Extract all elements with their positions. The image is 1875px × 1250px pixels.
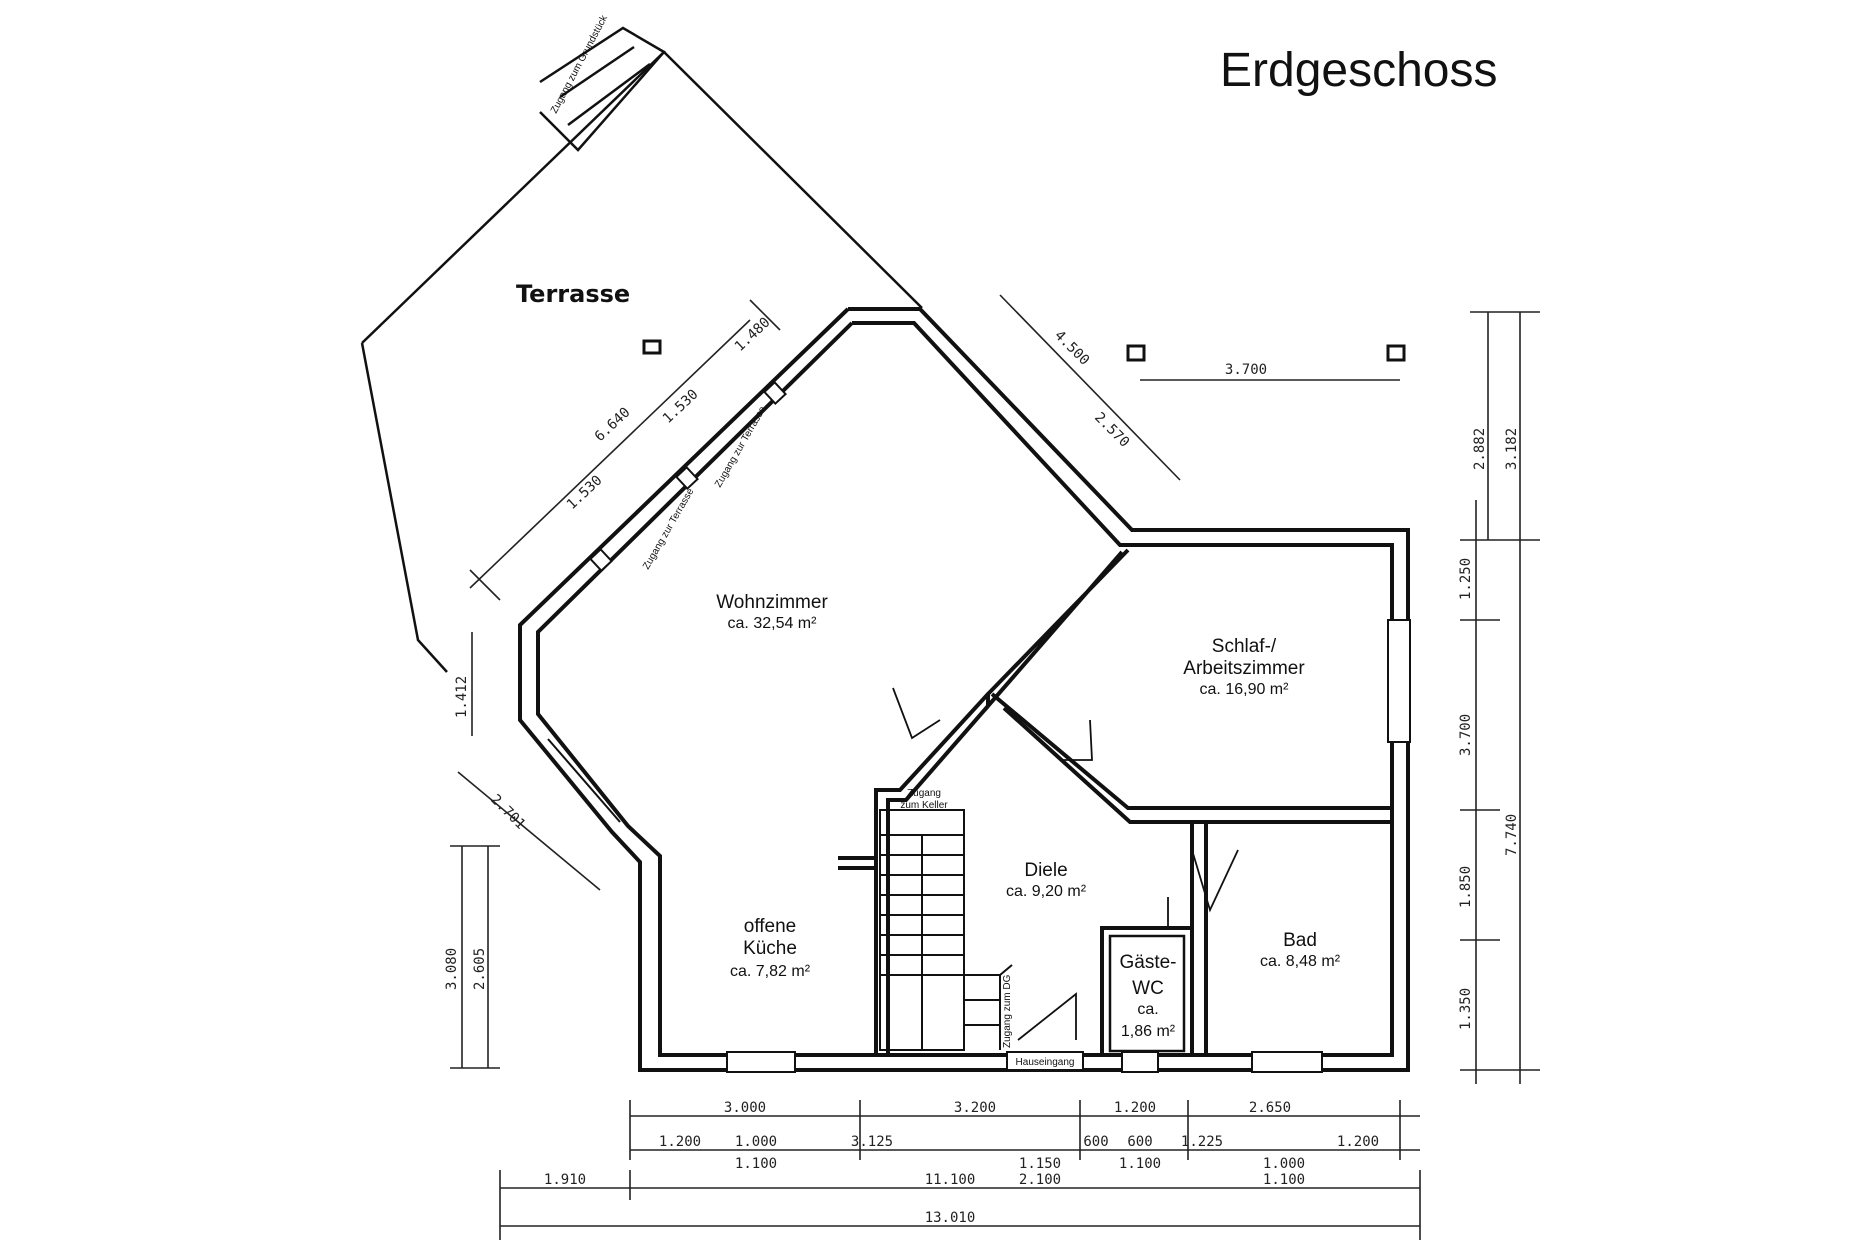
svg-text:3.700: 3.700 xyxy=(1458,714,1474,756)
windows xyxy=(519,308,1411,1073)
room-wohnzimmer: Wohnzimmer ca. 32,54 m² xyxy=(716,592,828,632)
svg-text:1.200: 1.200 xyxy=(659,1134,701,1150)
svg-text:2.605: 2.605 xyxy=(472,948,488,990)
svg-text:1.480: 1.480 xyxy=(732,314,774,354)
svg-text:1.250: 1.250 xyxy=(1458,558,1474,600)
dimension-lines-right xyxy=(1460,311,1540,1084)
svg-text:1.225: 1.225 xyxy=(1181,1134,1223,1150)
svg-text:3.200: 3.200 xyxy=(954,1100,996,1116)
entrance-label: Hauseingang xyxy=(1016,1057,1075,1068)
svg-text:offene: offene xyxy=(744,916,796,937)
room-offene-kueche: offene Küche ca. 7,82 m² xyxy=(730,916,811,980)
svg-text:Arbeitszimmer: Arbeitszimmer xyxy=(1183,658,1305,679)
svg-text:ca. 7,82 m²: ca. 7,82 m² xyxy=(730,963,811,980)
svg-text:2.100: 2.100 xyxy=(1019,1172,1061,1188)
svg-text:1.100: 1.100 xyxy=(1119,1156,1161,1172)
plan-title: Erdgeschoss xyxy=(1220,44,1497,97)
svg-text:1.910: 1.910 xyxy=(544,1172,586,1188)
svg-text:600: 600 xyxy=(1083,1134,1108,1150)
stair xyxy=(879,809,1013,1051)
svg-text:3.182: 3.182 xyxy=(1504,428,1520,470)
svg-text:Schlaf-/: Schlaf-/ xyxy=(1212,636,1277,657)
dimension-lines-left xyxy=(450,632,601,1069)
svg-text:2.701: 2.701 xyxy=(487,792,528,833)
svg-text:7.740: 7.740 xyxy=(1504,814,1520,856)
svg-text:6.640: 6.640 xyxy=(592,404,634,444)
entrance-threshold xyxy=(1006,1051,1084,1071)
svg-text:1.530: 1.530 xyxy=(660,386,702,426)
svg-text:ca.: ca. xyxy=(1137,1001,1158,1018)
svg-text:2.570: 2.570 xyxy=(1091,410,1132,451)
svg-text:1.150: 1.150 xyxy=(1019,1156,1061,1172)
terrace-marker-icon xyxy=(642,339,662,355)
access-cellar-label-1: Zugang xyxy=(907,788,941,799)
terrace-outline xyxy=(360,26,923,673)
access-cellar-label-2: zum Keller xyxy=(900,800,948,811)
svg-text:1.350: 1.350 xyxy=(1458,988,1474,1030)
svg-text:Bad: Bad xyxy=(1283,930,1317,951)
exterior-walls xyxy=(518,307,1410,1072)
svg-text:1.000: 1.000 xyxy=(1263,1156,1305,1172)
room-gaeste-wc: Gäste- WC ca. 1,86 m² xyxy=(1119,952,1176,1040)
svg-text:1.412: 1.412 xyxy=(454,676,470,718)
svg-text:1.100: 1.100 xyxy=(735,1156,777,1172)
svg-text:ca. 32,54 m²: ca. 32,54 m² xyxy=(728,615,818,632)
dimension-labels-bottom: 3.000 3.200 1.200 2.650 1.200 1.000 3.12… xyxy=(544,1100,1379,1226)
door-swings xyxy=(892,687,1239,1041)
svg-text:ca. 8,48 m²: ca. 8,48 m² xyxy=(1260,953,1341,970)
svg-text:2.882: 2.882 xyxy=(1472,428,1488,470)
dimension-labels-right: 1.250 3.700 1.850 1.350 2.882 3.182 7.74… xyxy=(1458,428,1520,1030)
svg-text:ca. 9,20 m²: ca. 9,20 m² xyxy=(1006,883,1087,900)
terrace-label: Terrasse xyxy=(516,280,630,308)
access-terrace-label-2: Zugang zur Terrasse xyxy=(713,404,769,489)
svg-text:Wohnzimmer: Wohnzimmer xyxy=(716,592,828,613)
dimension-lines-bottom xyxy=(499,1100,1421,1240)
svg-text:Diele: Diele xyxy=(1024,860,1067,881)
room-schlaf-arbeitszimmer: Schlaf-/ Arbeitszimmer ca. 16,90 m² xyxy=(1183,636,1305,698)
svg-text:600: 600 xyxy=(1127,1134,1152,1150)
svg-text:1,86 m²: 1,86 m² xyxy=(1121,1023,1176,1040)
svg-text:ca. 16,90 m²: ca. 16,90 m² xyxy=(1200,681,1290,698)
dimension-labels-top: 3.700 4.500 2.570 xyxy=(1051,328,1267,451)
access-upper-floor-label: Zugang zum DG xyxy=(1002,974,1013,1048)
svg-text:Küche: Küche xyxy=(743,938,797,959)
svg-text:3.125: 3.125 xyxy=(851,1134,893,1150)
svg-text:1.100: 1.100 xyxy=(1263,1172,1305,1188)
dimension-labels-left: 1.412 2.701 3.080 2.605 xyxy=(444,676,528,990)
svg-text:4.500: 4.500 xyxy=(1051,328,1092,369)
svg-text:1.000: 1.000 xyxy=(735,1134,777,1150)
dimension-lines-top xyxy=(999,294,1406,481)
svg-text:1.850: 1.850 xyxy=(1458,866,1474,908)
svg-text:1.200: 1.200 xyxy=(1114,1100,1156,1116)
dimension-lines-terrace-wall xyxy=(469,299,781,601)
svg-text:WC: WC xyxy=(1132,978,1164,999)
svg-text:2.650: 2.650 xyxy=(1249,1100,1291,1116)
room-bad: Bad ca. 8,48 m² xyxy=(1260,930,1341,970)
svg-text:Gäste-: Gäste- xyxy=(1119,952,1176,973)
svg-text:3.700: 3.700 xyxy=(1225,362,1267,378)
svg-text:11.100: 11.100 xyxy=(925,1172,976,1188)
svg-text:1.200: 1.200 xyxy=(1337,1134,1379,1150)
svg-text:3.000: 3.000 xyxy=(724,1100,766,1116)
interior-walls xyxy=(838,548,1392,1057)
terrace-doors xyxy=(589,380,787,573)
svg-text:3.080: 3.080 xyxy=(444,948,460,990)
svg-text:13.010: 13.010 xyxy=(925,1210,976,1226)
room-diele: Diele ca. 9,20 m² xyxy=(1006,860,1087,900)
